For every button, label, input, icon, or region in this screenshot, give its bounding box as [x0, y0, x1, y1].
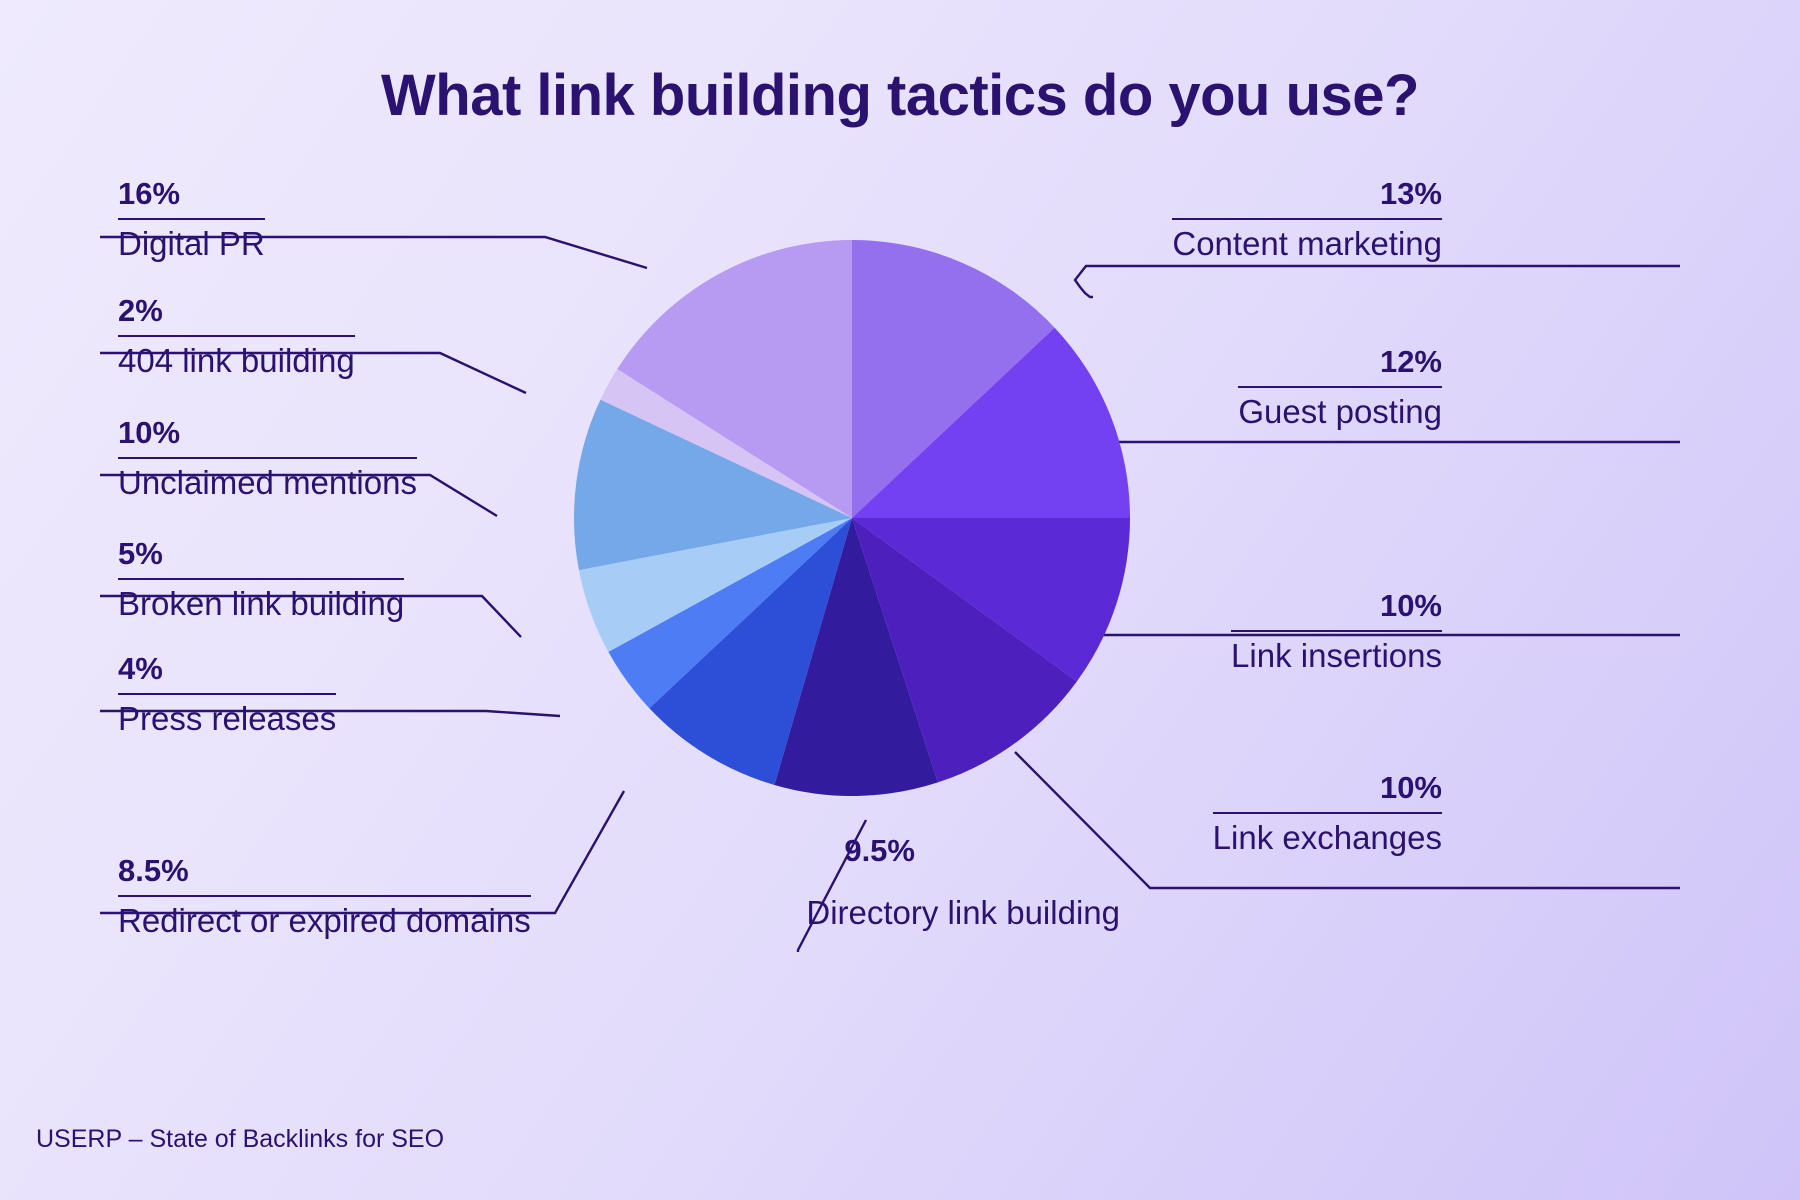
callout-label: Unclaimed mentions [118, 463, 417, 501]
callout-404-link-building: 2% 404 link building [118, 293, 355, 379]
pie-slice [852, 327, 1130, 518]
callout-rule [118, 456, 417, 459]
callout-broken-link-building: 5% Broken link building [118, 536, 405, 622]
callout-redirect-expired-domains: 8.5% Redirect or expired domains [118, 853, 531, 939]
callout-label: Guest posting [1238, 392, 1442, 430]
callout-link-insertions: 10% Link insertions [1231, 588, 1442, 674]
leader-line-content-marketing [1073, 264, 1680, 299]
callout-link-exchanges: 10% Link exchanges [1212, 770, 1442, 856]
callout-percent: 13% [1379, 176, 1442, 211]
callout-percent: 16% [118, 176, 181, 211]
callout-rule [1238, 385, 1442, 388]
callout-percent: 4% [118, 651, 163, 686]
pie-slice [852, 240, 1055, 518]
callout-rule [1212, 811, 1442, 814]
pie-chart-svg [573, 240, 1130, 796]
callout-rule [118, 894, 531, 897]
pie-slice [852, 518, 1130, 682]
callout-digital-pr: 16% Digital PR [118, 176, 265, 262]
leader-line-guest-posting [1062, 440, 1680, 463]
callout-press-releases: 4% Press releases [118, 651, 337, 737]
callout-percent: 10% [1379, 770, 1442, 805]
source-credit: USERP – State of Backlinks for SEO [36, 1125, 445, 1153]
callout-percent: 2% [118, 293, 163, 328]
callout-rule [1231, 629, 1442, 632]
callout-label: Content marketing [1172, 224, 1442, 262]
callout-label: Press releases [118, 699, 337, 737]
callout-label: Link exchanges [1212, 818, 1442, 856]
callout-percent: 8.5% [118, 853, 189, 888]
callout-rule [118, 692, 337, 695]
pie-chart [562, 228, 1142, 808]
callout-label: Link insertions [1231, 636, 1442, 674]
pie-slice [600, 369, 852, 518]
pie-slices [573, 240, 1130, 796]
callout-percent: 10% [118, 415, 181, 450]
pie-slice [649, 518, 852, 785]
pie-slice [578, 518, 852, 652]
callout-label: Directory link building [806, 894, 1120, 931]
callout-content-marketing: 13% Content marketing [1172, 176, 1442, 262]
callout-rule [118, 334, 355, 337]
callout-rule [118, 217, 265, 220]
callout-guest-posting: 12% Guest posting [1238, 344, 1442, 430]
callout-label: Broken link building [118, 584, 405, 622]
pie-slice [573, 399, 852, 571]
pie-slice [608, 518, 852, 709]
pie-slice [617, 240, 852, 518]
callout-label: Redirect or expired domains [118, 901, 531, 939]
callout-rule [118, 577, 405, 580]
callout-rule [1172, 217, 1442, 220]
pie-slice [774, 518, 938, 796]
callout-unclaimed-mentions: 10% Unclaimed mentions [118, 415, 417, 501]
callout-label: Digital PR [118, 224, 265, 262]
pie-slice [852, 518, 1077, 783]
callout-percent: 10% [1379, 588, 1442, 623]
callout-label: 404 link building [118, 341, 355, 379]
callout-percent: 12% [1379, 344, 1442, 379]
page-title: What link building tactics do you use? [381, 63, 1419, 128]
callout-percent: 9.5% [844, 833, 915, 868]
callout-percent: 5% [118, 536, 163, 571]
